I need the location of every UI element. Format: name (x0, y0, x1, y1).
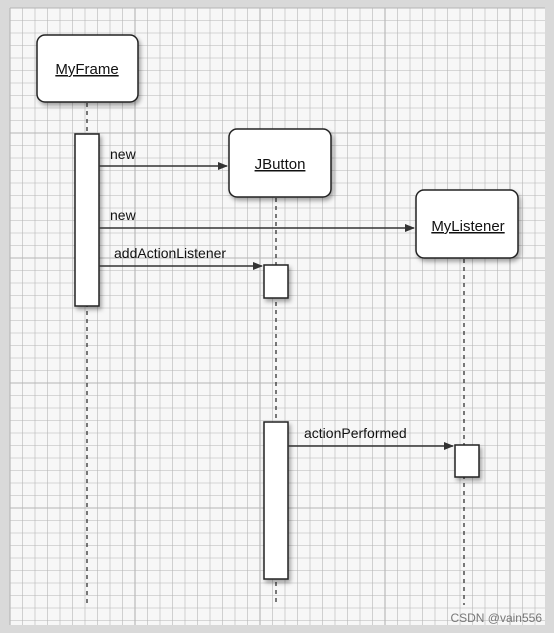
message-new-jbutton: new (99, 146, 228, 170)
message-new-mylistener: new (99, 207, 415, 232)
message-label: addActionListener (114, 245, 226, 261)
jbutton-label: JButton (255, 156, 306, 173)
mylistener-activation (454, 444, 480, 478)
myframe-activation (74, 133, 100, 307)
message-label: new (110, 146, 137, 162)
myframe-label: MyFrame (55, 61, 118, 78)
message-label: actionPerformed (304, 425, 407, 441)
message-action-performed: actionPerformed (288, 425, 454, 450)
watermark: CSDN @vain556 (450, 611, 542, 625)
mylistener-object: MyListener (415, 189, 519, 259)
message-add-action-listener: addActionListener (99, 245, 263, 270)
jbutton-activation-2 (263, 421, 289, 580)
message-label: new (110, 207, 137, 223)
jbutton-activation-1 (263, 264, 289, 299)
myframe-object: MyFrame (36, 34, 139, 103)
jbutton-object: JButton (228, 128, 332, 198)
mylistener-label: MyListener (431, 218, 504, 235)
